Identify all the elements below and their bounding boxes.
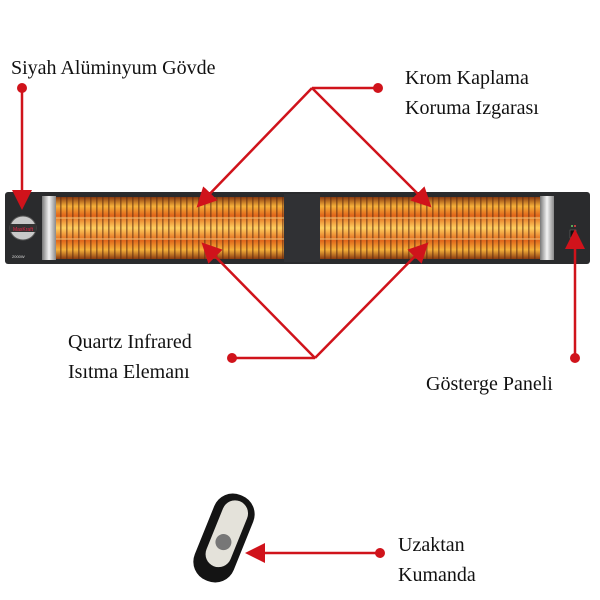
annotation-dots — [17, 83, 580, 558]
chrome-grille-left — [56, 197, 284, 259]
chrome-grille-right — [320, 197, 540, 259]
svg-text:2000W: 2000W — [12, 254, 25, 259]
annotation-lines — [12, 86, 585, 563]
label-remote-line1: Uzaktan — [398, 534, 465, 556]
label-element-line2: Isıtma Elemanı — [68, 361, 190, 383]
label-element-line1: Quartz Infrared — [68, 331, 192, 353]
label-panel: Gösterge Paneli — [426, 373, 553, 395]
label-grille-line1: Krom Kaplama — [405, 67, 529, 89]
label-grille-line2: Koruma Izgarası — [405, 97, 539, 119]
svg-text:MaxKraft: MaxKraft — [13, 227, 34, 233]
label-body: Siyah Alüminyum Gövde — [11, 57, 216, 79]
heater: MaxKraft 2000W — [5, 192, 590, 264]
remote-control — [193, 493, 255, 583]
label-remote-line2: Kumanda — [398, 564, 476, 586]
